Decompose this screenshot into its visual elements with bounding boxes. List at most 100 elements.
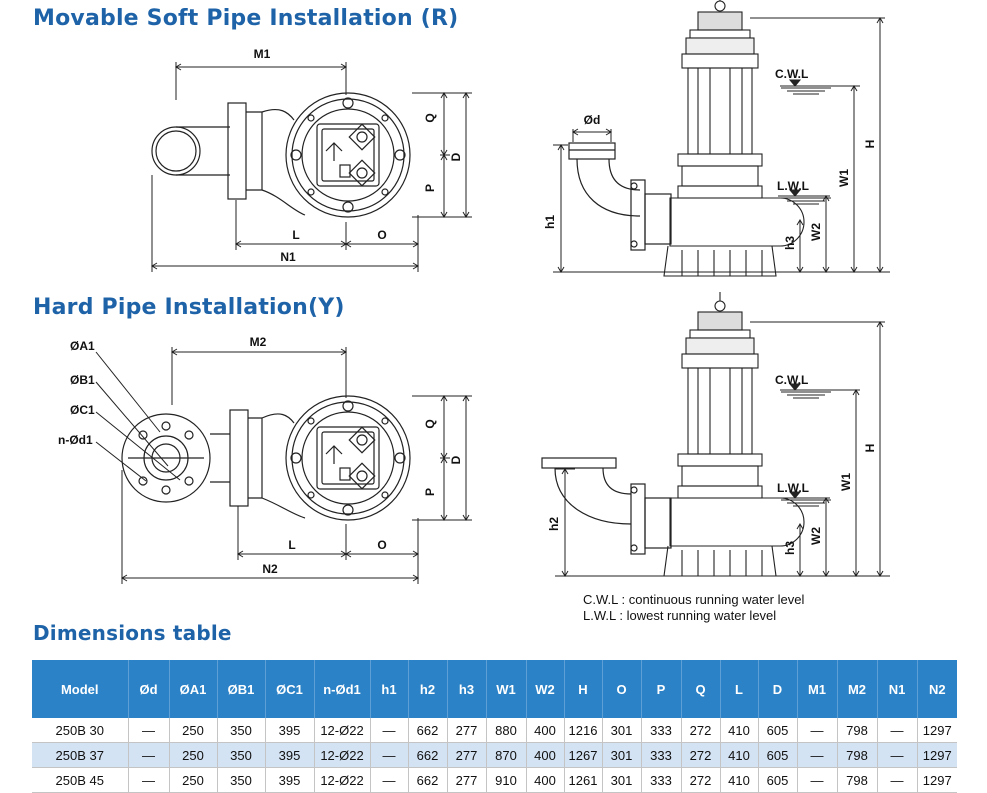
- soft-pipe-side-view: Ød C.W.L L.W.L h1 h3 W2 W1 H: [543, 0, 890, 277]
- table-cell: 250B 45: [32, 767, 128, 793]
- hard-pipe-plan-view: ØA1 ØB1 ØC1 n-Ød1 M2 N2 L O Q P D: [58, 335, 472, 584]
- dim-p: P: [423, 184, 437, 192]
- dim-w2: W2: [809, 223, 823, 241]
- column-header: ØC1: [264, 660, 314, 718]
- soft-pipe-plan-view: M1 N1 L O Q P D: [151, 47, 472, 272]
- dim-c1: ØC1: [70, 403, 95, 417]
- column-header: N1: [876, 660, 917, 718]
- table-cell: 333: [640, 767, 681, 793]
- dimensions-table-heading: Dimensions table: [33, 621, 232, 645]
- table-cell: 250B 30: [32, 718, 128, 743]
- column-header: h3: [446, 660, 486, 718]
- table-cell: 333: [640, 718, 681, 743]
- table-cell: —: [369, 718, 408, 743]
- table-cell: 333: [640, 742, 681, 768]
- table-cell: —: [369, 767, 408, 793]
- table-cell: 250B 37: [32, 742, 128, 768]
- table-cell: 410: [719, 718, 758, 743]
- soft-pipe-elbow: [568, 142, 672, 251]
- column-header: H: [563, 660, 602, 718]
- table-cell: —: [876, 718, 917, 743]
- table-cell: 400: [525, 718, 564, 743]
- dim-h3: h3: [783, 541, 797, 555]
- table-cell: —: [796, 742, 837, 768]
- column-header: O: [601, 660, 641, 718]
- table-cell: 1297: [916, 718, 957, 743]
- pump-top-view: [285, 92, 411, 218]
- table-cell: 662: [407, 718, 447, 743]
- dim-o: O: [377, 228, 386, 242]
- table-cell: 1261: [563, 767, 602, 793]
- table-cell: —: [127, 742, 169, 768]
- dim-h2: h2: [547, 517, 561, 531]
- table-cell: 400: [525, 767, 564, 793]
- table-cell: —: [876, 742, 917, 768]
- table-cell: 12-Ø22: [313, 742, 370, 768]
- column-header: h1: [369, 660, 408, 718]
- table-cell: 605: [757, 767, 797, 793]
- label-cwl: C.W.L: [775, 373, 808, 387]
- pump-top-view: [285, 395, 411, 521]
- pump-side-view: [663, 291, 805, 577]
- table-cell: 400: [525, 742, 564, 768]
- column-header: N2: [916, 660, 957, 718]
- table-cell: 272: [680, 767, 720, 793]
- table-cell: 870: [485, 742, 526, 768]
- table-cell: 12-Ø22: [313, 767, 370, 793]
- soft-pipe-outlet: [151, 102, 306, 216]
- column-header: L: [719, 660, 758, 718]
- dim-n1: N1: [280, 250, 296, 264]
- table-cell: 798: [836, 767, 877, 793]
- table-cell: 272: [680, 718, 720, 743]
- table-cell: —: [876, 767, 917, 793]
- table-cell: 410: [719, 767, 758, 793]
- column-header: M1: [796, 660, 837, 718]
- dim-l: L: [288, 538, 295, 552]
- dim-h: H: [863, 444, 877, 453]
- dim-p: P: [423, 488, 437, 496]
- table-cell: 250: [168, 718, 217, 743]
- column-header: P: [640, 660, 681, 718]
- table-cell: 350: [216, 742, 265, 768]
- dim-nd1: n-Ød1: [58, 433, 93, 447]
- dim-w1: W1: [839, 473, 853, 491]
- table-cell: —: [127, 718, 169, 743]
- table-cell: 910: [485, 767, 526, 793]
- table-cell: 250: [168, 767, 217, 793]
- dim-q: Q: [423, 113, 437, 122]
- table-cell: 605: [757, 718, 797, 743]
- table-cell: 250: [168, 742, 217, 768]
- dim-d: D: [449, 152, 463, 161]
- column-header: W2: [525, 660, 564, 718]
- table-cell: 1297: [916, 767, 957, 793]
- label-lwl: L.W.L: [777, 481, 809, 495]
- dim-a1: ØA1: [70, 339, 95, 353]
- hard-pipe-flange: [121, 409, 306, 519]
- table-cell: 880: [485, 718, 526, 743]
- dim-q: Q: [423, 419, 437, 428]
- table-cell: 350: [216, 718, 265, 743]
- table-cell: 350: [216, 767, 265, 793]
- table-cell: 301: [601, 742, 641, 768]
- dim-o: O: [377, 538, 386, 552]
- legend-lwl: L.W.L : lowest running water level: [583, 608, 777, 623]
- dim-w2: W2: [809, 527, 823, 545]
- table-cell: 12-Ø22: [313, 718, 370, 743]
- table-cell: 277: [446, 742, 486, 768]
- table-cell: 272: [680, 742, 720, 768]
- soft-pipe-heading: Movable Soft Pipe Installation (R): [33, 6, 459, 31]
- pump-side-view: [663, 0, 805, 277]
- column-header: ØA1: [168, 660, 217, 718]
- column-header: Ød: [127, 660, 169, 718]
- label-cwl: C.W.L: [775, 67, 808, 81]
- dim-w1: W1: [837, 169, 851, 187]
- table-cell: 1216: [563, 718, 602, 743]
- dim-m1: M1: [254, 47, 271, 61]
- dim-od: Ød: [584, 113, 601, 127]
